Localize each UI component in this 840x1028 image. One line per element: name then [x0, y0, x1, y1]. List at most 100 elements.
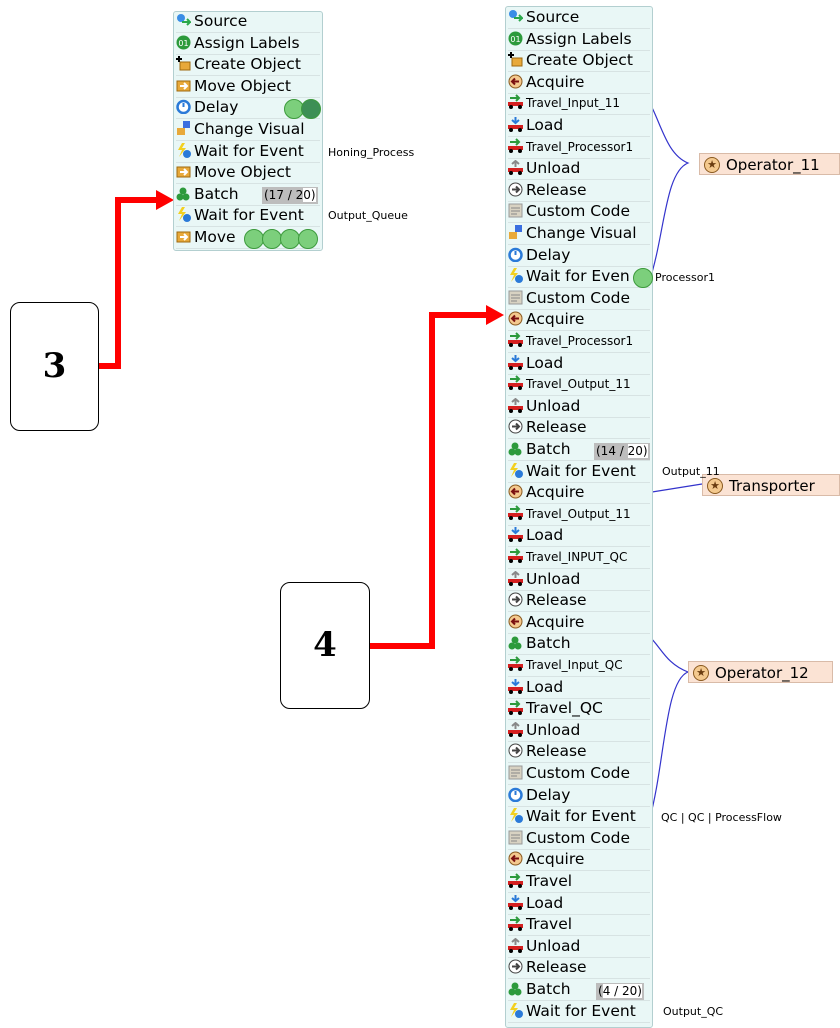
flow-b-activity-label: Travel_Input_QC: [526, 658, 623, 672]
flow-b-activity[interactable]: Load: [508, 115, 650, 137]
flow-b-activity[interactable]: Release: [508, 957, 650, 980]
unload-icon: [508, 160, 523, 176]
flow-b-activity-label: Release: [526, 591, 587, 610]
flow-a-activity[interactable]: Move: [176, 227, 320, 249]
flow-b-activity[interactable]: Load: [508, 353, 650, 375]
flow-a-activity-label: Source: [194, 12, 248, 30]
resource-transporter[interactable]: ★ Transporter: [702, 474, 840, 496]
resource-operator-12[interactable]: ★ Operator_12: [688, 661, 833, 683]
flow-b-activity[interactable]: Custom Code: [508, 288, 650, 310]
process-flow-a[interactable]: [173, 11, 323, 251]
flow-b-activity[interactable]: Custom Code: [508, 828, 650, 850]
flow-a-activity-label: Move: [194, 228, 236, 246]
flow-b-activity[interactable]: Batch: [508, 633, 650, 656]
batch-icon: [508, 635, 523, 650]
source-icon: [508, 9, 523, 24]
flow-b-activity[interactable]: Custom Code: [508, 201, 650, 224]
resource-operator-11[interactable]: ★ Operator_11: [699, 153, 840, 175]
flow-b-activity[interactable]: Travel_Processor1: [508, 137, 650, 159]
flow-b-activity[interactable]: Release: [508, 590, 650, 613]
flow-b-activity[interactable]: Delay: [508, 245, 650, 267]
flow-b-activity[interactable]: Wait for Even: [508, 266, 650, 289]
flow-b-activity[interactable]: Batch: [508, 439, 650, 461]
flow-b-activity-label: Load: [526, 893, 564, 912]
token-indicator[interactable]: [298, 229, 318, 249]
batch-counter-a: (17 / 20): [262, 187, 318, 204]
flow-b-activity[interactable]: Release: [508, 180, 650, 202]
flow-a-activity[interactable]: Create Object: [176, 54, 320, 77]
flow-b-activity[interactable]: Release: [508, 417, 650, 440]
flow-a-activity[interactable]: Change Visual: [176, 119, 320, 141]
flow-b-activity[interactable]: Travel_QC: [508, 698, 650, 721]
wait-event-icon: [176, 142, 191, 158]
flow-a-activity[interactable]: Delay: [176, 97, 320, 120]
wait-event-icon: [508, 808, 523, 824]
flow-b-activity[interactable]: Release: [508, 741, 650, 764]
batch-counter-b2: (4 / 20): [596, 983, 644, 1000]
flow-b-activity-label: Travel_Processor1: [526, 334, 634, 348]
travel-icon: [508, 656, 523, 671]
flow-b-activity-label: Wait for Event: [526, 807, 636, 826]
event-note-processor1: Processor1: [655, 271, 715, 284]
flow-a-activity[interactable]: Move Object: [176, 162, 320, 185]
flow-b-activity[interactable]: Unload: [508, 158, 650, 181]
load-icon: [508, 527, 523, 543]
travel-icon: [508, 505, 523, 520]
resource-operator-11-label: Operator_11: [726, 156, 820, 174]
flow-b-activity[interactable]: Acquire: [508, 612, 650, 634]
flow-b-activity[interactable]: Acquire: [508, 482, 650, 505]
flow-b-activity[interactable]: Change Visual: [508, 223, 650, 245]
flow-b-activity[interactable]: Unload: [508, 936, 650, 958]
flow-a-activity[interactable]: Wait for Event: [176, 205, 320, 228]
flow-b-activity[interactable]: Travel: [508, 871, 650, 893]
flow-b-activity-label: Travel_QC: [526, 699, 603, 718]
flow-b-activity[interactable]: Wait for Event: [508, 1001, 650, 1023]
flow-b-activity[interactable]: Acquire: [508, 72, 650, 94]
token-indicator[interactable]: [244, 229, 264, 249]
move-object-icon: [176, 78, 191, 93]
star-icon: ★: [704, 157, 720, 173]
flow-b-activity-label: Custom Code: [526, 202, 630, 221]
flow-b-activity[interactable]: Travel: [508, 914, 650, 937]
flow-b-activity[interactable]: Batch: [508, 979, 650, 1001]
flow-b-activity[interactable]: Travel_Processor1: [508, 331, 650, 353]
flow-a-activity[interactable]: Batch: [176, 184, 320, 206]
batch-counter-b1-text-tail: 20): [627, 444, 648, 458]
callout-label-3: 3: [42, 346, 67, 386]
batch-counter-a-text: (17 / 2: [264, 188, 304, 202]
batch-counter-b1: (14 / 20): [594, 443, 650, 460]
flow-b-activity[interactable]: Wait for Event: [508, 806, 650, 829]
flow-a-activity-label: Move Object: [194, 163, 291, 182]
flow-b-activity[interactable]: Wait for Event: [508, 461, 650, 483]
flow-b-activity[interactable]: Create Object: [508, 50, 650, 73]
flow-b-activity[interactable]: Acquire: [508, 309, 650, 332]
flow-b-activity[interactable]: Load: [508, 893, 650, 915]
flow-b-activity[interactable]: Delay: [508, 785, 650, 807]
flow-a-activity[interactable]: Move Object: [176, 76, 320, 98]
flow-b-activity[interactable]: Unload: [508, 396, 650, 418]
flow-b-activity-label: Travel_Processor1: [526, 139, 634, 154]
token-indicator[interactable]: [280, 229, 300, 249]
flow-b-activity[interactable]: Custom Code: [508, 763, 650, 785]
flow-b-activity[interactable]: Travel_INPUT_QC: [508, 547, 650, 569]
flow-b-activity[interactable]: Acquire: [508, 849, 650, 872]
flow-b-activity[interactable]: Unload: [508, 569, 650, 591]
flow-b-activity[interactable]: Travel_Input_QC: [508, 655, 650, 677]
flow-b-activity-label: Delay: [526, 785, 571, 804]
flow-b-activity[interactable]: Travel_Output_11: [508, 374, 650, 397]
flow-b-activity[interactable]: Load: [508, 525, 650, 548]
token-indicator[interactable]: [301, 99, 321, 119]
flow-a-activity[interactable]: Wait for Event: [176, 141, 320, 163]
token-indicator[interactable]: [262, 229, 282, 249]
flow-a-activity[interactable]: Source: [176, 11, 320, 33]
flow-b-activity-label: Unload: [526, 396, 581, 415]
event-note-output-11: Output_11: [662, 465, 720, 478]
flow-b-activity[interactable]: Travel_Output_11: [508, 504, 650, 526]
flow-b-activity[interactable]: Load: [508, 677, 650, 699]
flow-b-activity[interactable]: Unload: [508, 720, 650, 742]
flow-b-activity[interactable]: Source: [508, 7, 650, 29]
token-indicator[interactable]: [633, 268, 653, 288]
flow-b-activity[interactable]: Travel_Input_11: [508, 93, 650, 116]
